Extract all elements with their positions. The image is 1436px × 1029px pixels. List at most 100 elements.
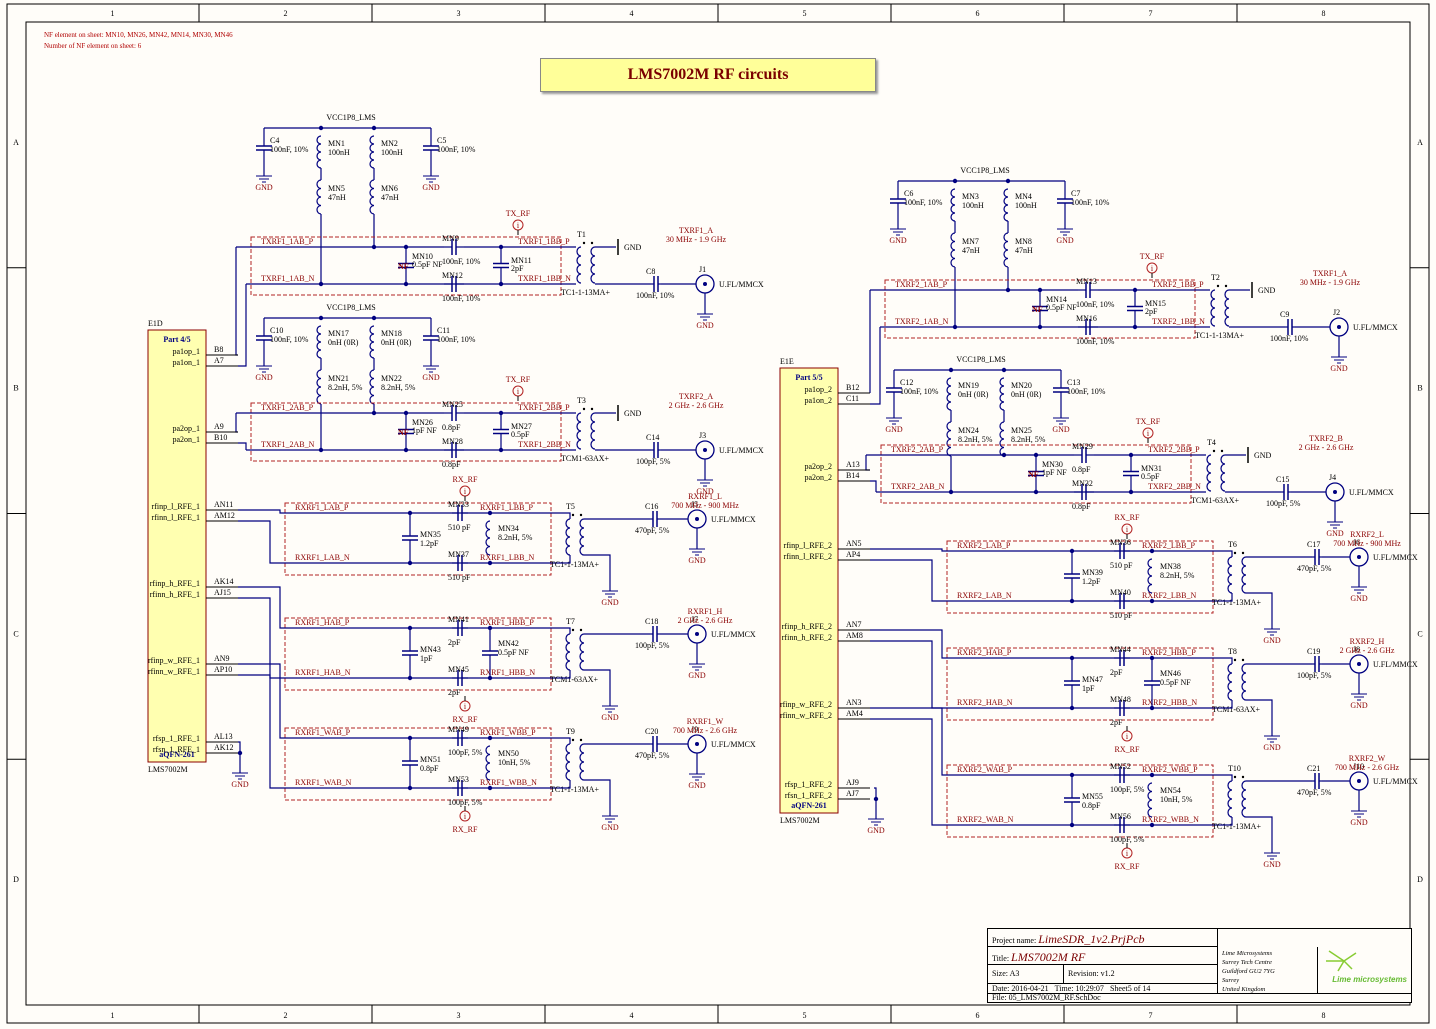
part-value: 510 pF	[1110, 611, 1133, 620]
time-value: 10:29:07	[1075, 984, 1104, 993]
part-value: 100pF, 5%	[635, 641, 670, 650]
pin-label: rfsp_1_RFE_1	[153, 734, 200, 743]
wire	[870, 480, 877, 492]
part-ref: MN41	[448, 615, 469, 624]
gnd-label: GND	[696, 321, 714, 330]
part-value: 0nH (0R)	[328, 338, 359, 347]
part-ref: MN32	[1072, 479, 1093, 488]
inductor-coil	[1147, 558, 1153, 594]
gnd-label: GND	[601, 713, 619, 722]
part-ref: MN17	[328, 329, 349, 338]
transformer-ref: T4	[1207, 438, 1216, 447]
junction-dot	[487, 510, 493, 516]
net-label: TXRF1_2AB_N	[261, 440, 315, 449]
part-ref: MN21	[328, 374, 349, 383]
part-value: 100pF, 5%	[448, 798, 483, 807]
chip-body	[779, 367, 839, 814]
part-value: 100nF, 10%	[437, 335, 476, 344]
net-class-box	[284, 502, 552, 576]
wire	[1220, 657, 1233, 664]
title-block: Project name: LimeSDR_1v2.PrjPcb Title: …	[987, 928, 1412, 1003]
part-ref: MN16	[1076, 314, 1097, 323]
wire	[238, 597, 558, 679]
title-value: LMS7002M RF	[1011, 950, 1086, 964]
port-name: TXRF2_A	[679, 392, 713, 401]
wire	[558, 670, 571, 679]
polarity-dot	[1224, 284, 1228, 288]
gnd-label: GND	[1330, 364, 1348, 373]
ground-symbol: GND	[1263, 845, 1281, 869]
column-marker: 7	[1149, 1011, 1153, 1020]
part-ref: MN55	[1082, 792, 1103, 801]
info-icon-glyph: i	[517, 387, 520, 396]
part-value: 100nF, 10%	[1071, 198, 1110, 207]
wire	[874, 787, 877, 811]
row-marker: C	[13, 629, 18, 638]
part-ref: MN1	[328, 139, 345, 148]
junction-dot	[487, 735, 493, 741]
wire	[584, 779, 611, 808]
net-label: RXRF1_WAB_N	[295, 778, 352, 787]
net-label: TXRF1_1BB_P	[518, 237, 570, 246]
part-value: 470pF, 5%	[1297, 564, 1332, 573]
inductor-coil	[1003, 232, 1009, 268]
net-label: RXRF2_WBB_P	[1142, 765, 1198, 774]
company-address-line: United Kingdom	[1222, 986, 1266, 993]
gnd-label: GND	[1254, 451, 1272, 460]
transformer-ref: T10	[1228, 764, 1241, 773]
inductor-coil	[590, 412, 596, 450]
part-ref: C18	[645, 617, 658, 626]
part-value: 0.5pF NF	[498, 648, 529, 657]
part-ref: MN27	[511, 422, 532, 431]
part-ref: MN19	[958, 381, 979, 390]
wire	[1246, 699, 1273, 728]
net-class-marker: iRX_RF	[1115, 843, 1140, 871]
pin-number: B12	[846, 383, 859, 392]
connector-model: U.FL/MMCX	[1373, 553, 1418, 562]
pin-number: AM8	[846, 631, 863, 640]
net-label: TXRF2_1BB_P	[1152, 280, 1204, 289]
pin-label: rfinp_h_RFE_2	[782, 622, 832, 631]
net-label: RXRF2_HBB_N	[1142, 698, 1197, 707]
part-ref: MN26	[412, 418, 433, 427]
port-band: 700 MHz - 900 MHz	[1333, 539, 1401, 548]
net-class-box	[946, 764, 1214, 838]
info-icon-glyph: i	[1151, 264, 1154, 273]
ground-symbol: GND	[601, 808, 619, 832]
inductor-coil	[1220, 454, 1226, 492]
junction-dot	[1149, 598, 1155, 604]
part-value: 8.2nH, 5%	[328, 383, 363, 392]
inductor-coil	[1206, 454, 1212, 492]
part-value: 0.5pF	[1141, 472, 1160, 481]
part-value: 1.2pF	[1082, 577, 1101, 586]
pin-label: rfsn_1_RFE_1	[153, 745, 200, 754]
ground-symbol: GND	[1350, 803, 1368, 827]
part-value: 1.2pF	[420, 539, 439, 548]
part-value: 0.5pF	[511, 430, 530, 439]
part-ref: MN30	[1042, 460, 1063, 469]
part-value: 470pF, 5%	[1297, 788, 1332, 797]
gap	[444, 409, 464, 417]
ground-symbol: GND	[1330, 349, 1348, 373]
gnd-label: GND	[422, 373, 440, 382]
pin-label: pa2on_2	[804, 473, 832, 482]
gnd-label: GND	[688, 556, 706, 565]
part-value: 100nH	[1015, 201, 1037, 210]
wire	[558, 627, 571, 634]
nf-marker: NF	[398, 428, 409, 437]
part-ref: C6	[904, 189, 913, 198]
part-value: 100nF, 10%	[1067, 387, 1106, 396]
transformer-ref: T7	[566, 617, 575, 626]
size-cell: Size: A3	[988, 965, 1064, 984]
part-value: 0.8pF	[1082, 801, 1101, 810]
part-value: 510 pF	[448, 523, 471, 532]
wire	[558, 737, 571, 744]
connector-pin	[1357, 555, 1361, 559]
part-ref: MN45	[448, 665, 469, 674]
inductor-coil	[1227, 663, 1233, 701]
net-class-label: RX_RF	[453, 475, 478, 484]
